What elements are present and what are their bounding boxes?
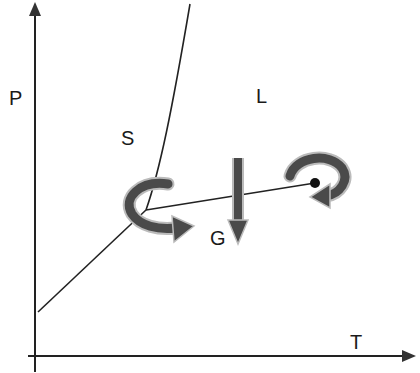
pressure-drop-arrow-outline: [232, 158, 244, 222]
transition-arrow-outline: [129, 183, 176, 228]
axis-arrowhead: [29, 2, 41, 16]
pressure-axis: [34, 14, 36, 372]
sublimation-curve: [38, 210, 146, 312]
transition-arrow: [129, 183, 176, 228]
axis-label: P: [9, 88, 22, 108]
pressure-drop-arrowhead: [228, 220, 248, 244]
critical-point: [310, 178, 320, 188]
critical-arrowhead: [310, 184, 330, 208]
critical-arrow-outline: [290, 158, 345, 196]
axis-label: T: [350, 332, 362, 352]
pressure-drop-arrow: [234, 158, 242, 222]
region-label: G: [210, 228, 226, 248]
axis-arrowhead: [402, 350, 416, 362]
region-label: L: [256, 86, 267, 106]
critical-arrow: [290, 158, 345, 196]
temperature-axis: [28, 355, 404, 357]
region-label: S: [121, 128, 134, 148]
transition-arrowhead: [172, 216, 194, 242]
